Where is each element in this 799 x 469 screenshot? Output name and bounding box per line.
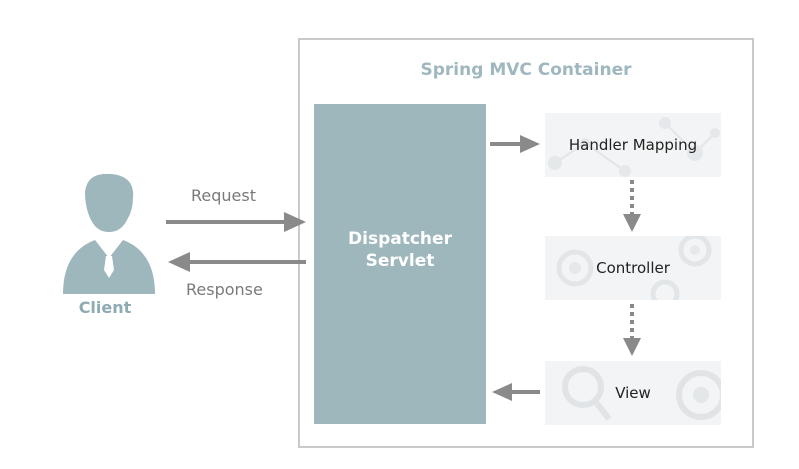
handler-mapping-label: Handler Mapping: [568, 136, 698, 154]
magnifier-pattern-icon: [562, 366, 721, 421]
client-user-icon: [63, 173, 155, 294]
view-to-dispatcher-arrow: [492, 383, 540, 401]
response-arrow: [168, 252, 306, 272]
request-arrow: [166, 212, 306, 232]
dispatcher-to-handler-arrow: [490, 135, 540, 153]
dispatcher-servlet-label: Dispatcher Servlet: [314, 228, 486, 272]
request-label: Request: [191, 186, 256, 205]
view-box: View: [545, 361, 721, 425]
gears-pattern-icon: [556, 236, 712, 300]
controller-to-view-arrow: [623, 304, 641, 356]
controller-label: Controller: [596, 259, 670, 277]
dispatcher-label-line2: Servlet: [365, 251, 435, 271]
client-label: Client: [78, 298, 132, 317]
view-label: View: [615, 384, 651, 402]
handler-to-controller-arrow: [623, 180, 641, 232]
network-pattern-icon: [548, 117, 720, 177]
container-title: Spring MVC Container: [420, 60, 632, 80]
dispatcher-servlet-box: [314, 104, 486, 424]
controller-box: Controller: [545, 236, 721, 300]
response-label: Response: [186, 280, 263, 299]
dispatcher-label-line1: Dispatcher: [348, 229, 452, 249]
handler-mapping-box: Handler Mapping: [545, 113, 721, 177]
